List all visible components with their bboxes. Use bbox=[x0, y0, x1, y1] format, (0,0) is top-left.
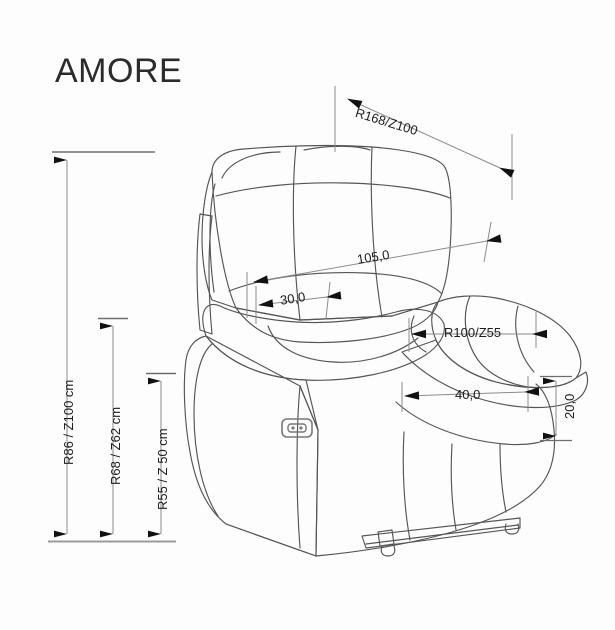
dimension-label-depth-seat: R100/Z55 bbox=[444, 325, 502, 340]
recliner-control-button[interactable] bbox=[281, 418, 313, 438]
armrest-left-front-face bbox=[299, 385, 319, 557]
backrest-cap-left bbox=[221, 151, 281, 179]
ext-line-105-right bbox=[483, 221, 492, 263]
backrest-tuft-lower bbox=[228, 272, 443, 295]
body-right-tuft-d bbox=[499, 443, 507, 513]
side-cushion-upper bbox=[431, 295, 582, 389]
seat-roll-seam-a bbox=[267, 325, 419, 363]
dimension-lines bbox=[48, 86, 572, 543]
page-title: AMORE bbox=[55, 52, 183, 90]
armchair-illustration bbox=[183, 144, 589, 557]
seat-cushion-outline bbox=[235, 301, 439, 344]
backrest-tuft-upper bbox=[215, 182, 451, 199]
dim-line-30 bbox=[258, 291, 342, 308]
dim-line-40 bbox=[404, 387, 540, 400]
recline-frame-bar bbox=[196, 213, 213, 335]
footrest-rail-inner bbox=[365, 524, 519, 545]
furniture-leg-front bbox=[380, 545, 396, 557]
armrest-left-outline bbox=[183, 335, 319, 557]
backrest-seam-right bbox=[370, 146, 383, 318]
dimension-label-width-arm-right: 40,0 bbox=[455, 387, 481, 402]
side-cushion-upper-seam-a bbox=[464, 295, 537, 389]
armrest-left-panel-seam bbox=[296, 385, 301, 549]
furniture-leg-rear bbox=[504, 523, 520, 535]
dimension-label-height-seat: R55 / Z 50 cm bbox=[155, 428, 170, 510]
dimension-label-height-detail: 20,0 bbox=[562, 393, 577, 419]
armrest-left-inner-seam bbox=[193, 343, 219, 517]
footrest-rail bbox=[361, 517, 521, 549]
dimension-label-height-seat-back: R68 / Z62 cm bbox=[108, 406, 123, 485]
footrest-bracket bbox=[377, 529, 395, 547]
side-cushion-upper-seam-b bbox=[515, 305, 535, 373]
armrest-left-bottom bbox=[225, 523, 317, 557]
dim-line-r168 bbox=[347, 98, 515, 178]
backrest-outline bbox=[211, 144, 452, 321]
dimension-label-height-overall: R86 / Z100 cm bbox=[61, 379, 76, 465]
dim-line-105 bbox=[253, 234, 502, 284]
body-right-tuft-b bbox=[402, 431, 411, 541]
armrest-left-top-edge bbox=[205, 335, 319, 431]
body-right-tuft-a bbox=[395, 401, 557, 446]
body-right-tuft-c bbox=[450, 443, 457, 531]
side-cushion-lower bbox=[401, 339, 589, 409]
ext-line-30-right bbox=[325, 281, 331, 319]
